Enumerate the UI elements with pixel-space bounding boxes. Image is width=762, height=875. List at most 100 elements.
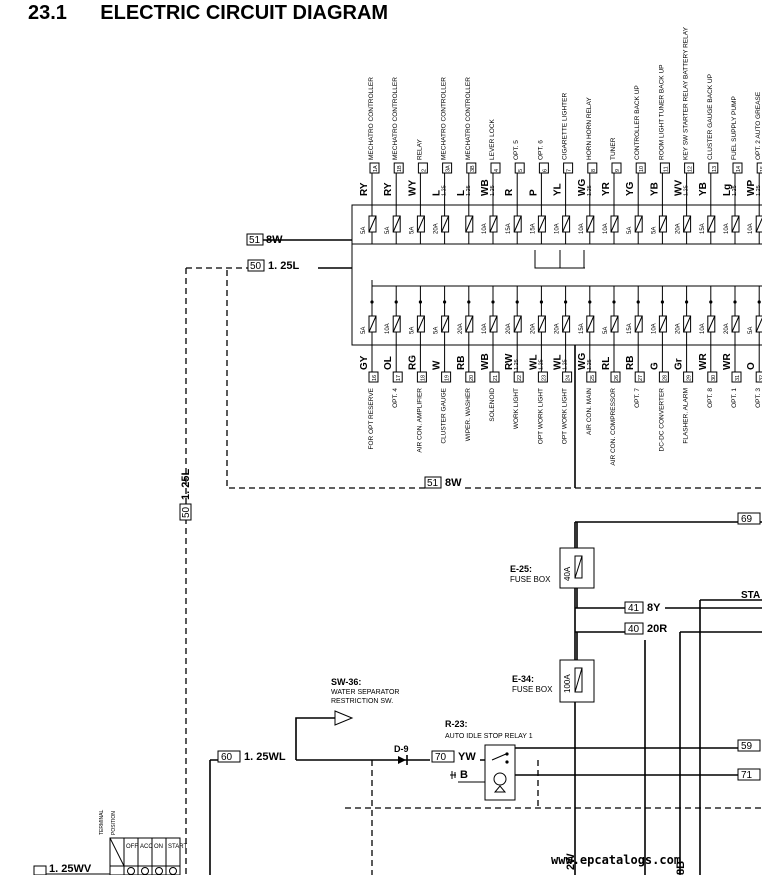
upper-num-label: 15 xyxy=(760,166,762,172)
e25-name: FUSE BOX xyxy=(510,575,551,584)
lower-wire-label: WB xyxy=(480,353,491,370)
upper-amp-label: 10A xyxy=(748,223,754,234)
upper-circuit-label: OPT. 5 xyxy=(513,140,520,160)
wire-40 xyxy=(575,631,762,875)
lower-wire-label: GY xyxy=(359,355,370,370)
upper-wire-label: WY xyxy=(407,180,418,196)
upper-num-label: 10 xyxy=(639,166,645,172)
lower-num-label: 27 xyxy=(638,375,644,381)
lower-junction-dot xyxy=(515,300,519,304)
d9-diode: D-9 xyxy=(394,744,409,765)
label-8b: 8B xyxy=(675,861,687,875)
upper-num-box xyxy=(635,162,646,174)
key-pos-start: START xyxy=(168,844,187,850)
lower-junction-dot xyxy=(757,300,761,304)
upper-circuit-label: KEY SW STARTER RELAY BATTERY RELAY xyxy=(683,26,690,160)
lower-num-box xyxy=(683,371,694,383)
lower-num-box xyxy=(489,371,500,383)
lower-wire-label: G xyxy=(649,362,660,370)
lower-amp-label: 5A xyxy=(409,327,415,334)
label-41-num: 41 xyxy=(628,603,640,614)
ground-icon xyxy=(450,771,456,779)
upper-wire-label: WG xyxy=(577,179,588,196)
wire-60 xyxy=(209,717,372,875)
upper-wire-label: WV xyxy=(674,180,685,196)
upper-wire-label: YL xyxy=(553,183,564,196)
upper-amp-label: 10A xyxy=(603,223,609,234)
lower-circuit-label: SOLENOID xyxy=(489,388,496,422)
lower-size-label: 1.25 xyxy=(587,359,593,370)
label-2w: 2W xyxy=(565,853,577,870)
wire-51-dashed xyxy=(226,270,762,489)
upper-amp-label: 20A xyxy=(434,223,440,234)
lower-num-label: 23 xyxy=(541,375,547,381)
upper-circuit-label: ROOM LIGHT TUNER BACK UP xyxy=(658,65,665,160)
label-51-top-text: 8W xyxy=(266,234,283,246)
upper-amp-label: 10A xyxy=(724,223,730,234)
relay-diode-icon xyxy=(493,785,507,793)
lower-amp-label: 10A xyxy=(482,323,488,334)
fuse-box-upper-outline xyxy=(351,204,762,346)
lower-size-label: 1.25 xyxy=(563,359,569,370)
label-50-vertical: 50 1. 25L xyxy=(179,469,192,521)
label-69: 69 xyxy=(737,512,761,525)
upper-num-box xyxy=(369,162,380,174)
lower-wire-label: WR xyxy=(722,353,733,370)
upper-circuit-label: LEVER LOCK xyxy=(489,119,496,160)
label-sta: STA xyxy=(741,590,760,601)
upper-num-box xyxy=(490,162,501,174)
label-70: 70 YW xyxy=(431,750,476,763)
label-b: B xyxy=(460,769,468,781)
r23-id: R-23: xyxy=(445,719,468,729)
sw36-id: SW-36: xyxy=(331,677,361,687)
upper-num-box xyxy=(587,162,598,174)
lower-num-box xyxy=(441,371,452,383)
upper-num-box xyxy=(732,162,743,174)
lower-num-box xyxy=(537,371,548,383)
wire-50-top xyxy=(185,267,248,875)
label-60: 60 1. 25WL xyxy=(217,750,286,763)
lower-num-box xyxy=(731,371,742,383)
upper-wire-label: YG xyxy=(625,181,636,196)
lower-amp-label: 15A xyxy=(627,323,633,334)
label-70-num: 70 xyxy=(435,752,447,763)
label-51-bottom-text: 8W xyxy=(445,477,462,489)
lower-wire-label: RG xyxy=(407,355,418,370)
r23-name: AUTO IDLE STOP RELAY 1 xyxy=(445,733,533,740)
lower-amp-label: 20A xyxy=(530,323,536,334)
upper-amp-label: 5A xyxy=(385,227,391,234)
label-60-text: 1. 25WL xyxy=(244,751,286,763)
lower-num-label: 26 xyxy=(614,375,620,381)
lower-num-label: 20 xyxy=(469,375,475,381)
upper-num-box xyxy=(538,162,549,174)
upper-wire-label: RY xyxy=(359,182,370,196)
upper-amp-label: 15A xyxy=(506,223,512,234)
upper-num-box xyxy=(611,162,622,174)
label-51-top-num: 51 xyxy=(249,235,261,246)
upper-num-label: 13 xyxy=(712,166,718,172)
upper-num-box xyxy=(442,162,453,174)
label-59-num: 59 xyxy=(741,741,753,752)
d9-id: D-9 xyxy=(394,744,409,754)
upper-num-label: 8 xyxy=(591,169,597,172)
upper-circuit-label: MECHATRO CONTROLLER xyxy=(441,77,448,160)
lower-num-label: 17 xyxy=(396,375,402,381)
wire-69 xyxy=(574,521,762,875)
upper-wire-label: YR xyxy=(601,181,612,196)
e25-fuse-box: E-25: FUSE BOX 40A xyxy=(510,522,595,608)
lower-junction-dot xyxy=(660,300,665,304)
lower-circuit-label: OPT. 8 xyxy=(707,388,714,408)
lower-junction-dot xyxy=(612,300,616,304)
page-title: 23.1 ELECTRIC CIRCUIT DIAGRAM xyxy=(28,2,388,25)
upper-amp-label: 10A xyxy=(482,223,488,234)
